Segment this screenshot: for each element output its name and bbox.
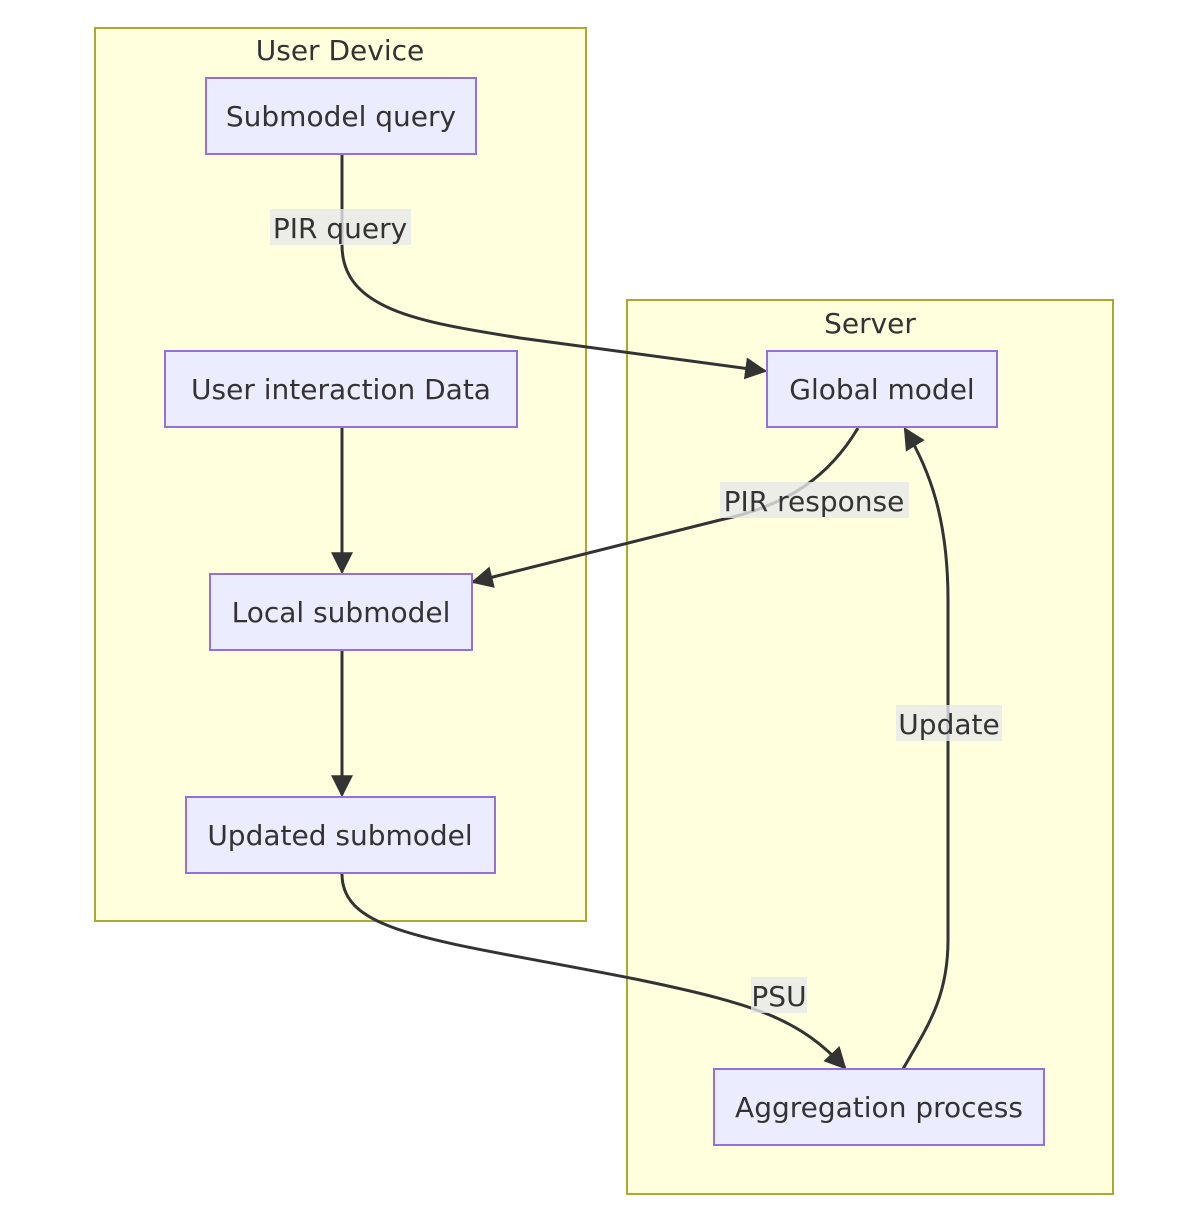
node-aggregation-process[interactable]: Aggregation process: [713, 1068, 1045, 1146]
node-local-submodel[interactable]: Local submodel: [209, 573, 473, 651]
cluster-server: Server: [626, 299, 1114, 1195]
edge-psu: [340, 873, 847, 1070]
edge-label-pir-query: PIR query: [270, 209, 411, 245]
edge-update: [901, 427, 950, 1070]
edge-pir-query: [340, 155, 768, 380]
node-updated-submodel[interactable]: Updated submodel: [185, 796, 496, 874]
cluster-label-server: Server: [824, 307, 916, 340]
svg-text:PIR query: PIR query: [273, 212, 407, 245]
svg-text:PSU: PSU: [751, 980, 806, 1013]
node-user-interaction-data[interactable]: User interaction Data: [164, 350, 518, 428]
node-label: Submodel query: [226, 100, 456, 133]
edge-label-update: Update: [896, 705, 1002, 741]
svg-text:Update: Update: [898, 708, 999, 741]
node-label: User interaction Data: [191, 373, 491, 406]
node-label: Aggregation process: [735, 1091, 1023, 1124]
node-submodel-query[interactable]: Submodel query: [205, 77, 477, 155]
node-global-model[interactable]: Global model: [766, 350, 998, 428]
node-label: Global model: [789, 373, 974, 406]
edge-label-pir-response: PIR response: [720, 482, 909, 518]
svg-text:PIR response: PIR response: [724, 485, 905, 518]
node-label: Local submodel: [232, 596, 451, 629]
node-label: Updated submodel: [207, 819, 472, 852]
edge-label-psu: PSU: [751, 977, 807, 1013]
cluster-label-user-device: User Device: [256, 34, 424, 67]
